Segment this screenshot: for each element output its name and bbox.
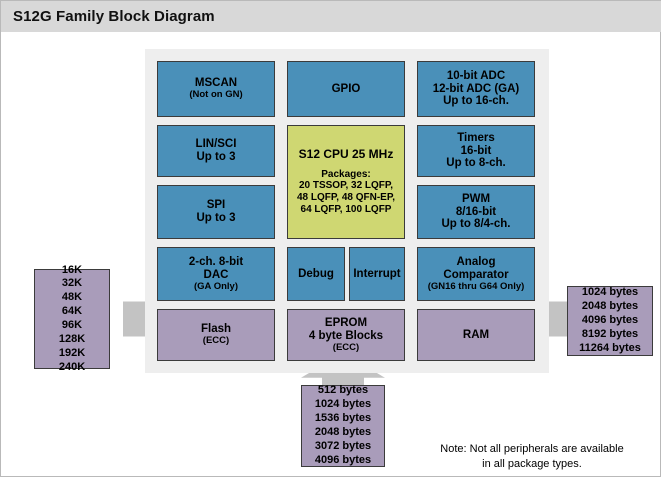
diagram-note: Note: Not all peripherals are available … [419, 442, 645, 472]
block-flash[interactable]: Flash (ECC) [157, 309, 275, 361]
callout-value: 128K [58, 332, 86, 345]
block-dac[interactable]: 2-ch. 8-bit DAC (GA Only) [157, 247, 275, 301]
block-line: (GA Only) [194, 280, 238, 292]
block-line: 4 byte Blocks [308, 329, 384, 342]
block-gpio[interactable]: GPIO [287, 61, 405, 117]
callout-ram-sizes: 1024 bytes 2048 bytes 4096 bytes 8192 by… [567, 286, 653, 356]
block-line: DAC [203, 268, 229, 281]
callout-value: 240K [58, 360, 86, 373]
block-analog-comparator[interactable]: Analog Comparator (GN16 thru G64 Only) [417, 247, 535, 301]
callout-value: 64K [61, 305, 83, 318]
callout-value: 1536 bytes [314, 412, 372, 425]
block-pwm[interactable]: PWM 8/16-bit Up to 8/4-ch. [417, 185, 535, 239]
callout-value: 3072 bytes [314, 439, 372, 452]
callout-value: 16K [61, 263, 83, 276]
block-line: (ECC) [202, 335, 230, 347]
chip-container: MSCAN (Not on GN) GPIO 10-bit ADC 12-bit… [145, 49, 549, 373]
callout-value: 96K [61, 319, 83, 331]
block-line: Up to 3 [196, 212, 236, 224]
block-line: (Not on GN) [189, 89, 243, 101]
block-line: SPI [206, 199, 226, 212]
callout-value: 8192 bytes [581, 327, 639, 340]
block-line: Up to 8-ch. [446, 157, 506, 170]
block-s12-cpu[interactable]: S12 CPU 25 MHz Packages: 20 TSSOP, 32 LQ… [287, 125, 405, 239]
callout-value: 1024 bytes [581, 286, 639, 299]
block-interrupt[interactable]: Interrupt [349, 247, 405, 301]
block-line: Up to 16-ch. [443, 95, 509, 108]
callout-value: 32K [61, 277, 83, 290]
block-line: (GN16 thru G64 Only) [427, 280, 525, 292]
page-title: S12G Family Block Diagram [13, 8, 215, 25]
block-timers[interactable]: Timers 16-bit Up to 8-ch. [417, 125, 535, 177]
cpu-package-line: 20 TSSOP, 32 LQFP, [298, 180, 394, 192]
block-line: Up to 3 [196, 151, 236, 163]
callout-eprom-sizes: 512 bytes 1024 bytes 1536 bytes 2048 byt… [301, 384, 385, 467]
callout-value: 512 bytes [317, 384, 369, 397]
block-line: Comparator [443, 268, 509, 281]
callout-value: 1024 bytes [314, 398, 372, 411]
callout-flash-sizes: 16K 32K 48K 64K 96K 128K 192K 240K [34, 264, 110, 373]
callout-value: 2048 bytes [581, 300, 639, 313]
block-line: Analog [456, 255, 496, 268]
callout-value: 4096 bytes [581, 314, 639, 327]
block-line: RAM [462, 328, 490, 341]
block-eprom[interactable]: EPROM 4 byte Blocks (ECC) [287, 309, 405, 361]
block-adc[interactable]: 10-bit ADC 12-bit ADC (GA) Up to 16-ch. [417, 61, 535, 117]
block-line: Debug [298, 267, 334, 280]
block-line: 8/16-bit [455, 205, 497, 218]
block-line: LIN/SCI [195, 138, 237, 151]
note-line: in all package types. [482, 457, 582, 470]
cpu-title: S12 CPU 25 MHz [298, 147, 394, 162]
block-lin-sci[interactable]: LIN/SCI Up to 3 [157, 125, 275, 177]
block-line: EPROM [324, 316, 368, 329]
block-line: (ECC) [332, 341, 360, 353]
block-line: Interrupt [353, 267, 401, 280]
callout-value: 2048 bytes [314, 426, 372, 438]
cpu-packages-label: Packages: [321, 168, 371, 180]
block-line: 16-bit [460, 144, 492, 157]
block-spi[interactable]: SPI Up to 3 [157, 185, 275, 239]
block-line: Flash [200, 323, 232, 336]
block-line: MSCAN [194, 77, 238, 90]
block-debug[interactable]: Debug [287, 247, 345, 301]
block-line: 2-ch. 8-bit [188, 255, 244, 268]
callout-value: 48K [61, 291, 83, 304]
callout-value: 192K [58, 346, 86, 359]
block-line: GPIO [331, 82, 361, 95]
callout-value: 4096 bytes [314, 453, 372, 466]
block-mscan[interactable]: MSCAN (Not on GN) [157, 61, 275, 117]
callout-value: 11264 bytes [579, 341, 641, 354]
block-line: PWM [461, 192, 491, 205]
block-line: Timers [457, 131, 495, 144]
title-bar: S12G Family Block Diagram [1, 1, 661, 32]
block-line: Up to 8/4-ch. [441, 218, 511, 231]
block-ram[interactable]: RAM [417, 309, 535, 361]
note-line: Note: Not all peripherals are available [440, 443, 624, 455]
cpu-package-line: 64 LQFP, 100 LQFP [300, 204, 392, 216]
block-line: 12-bit ADC (GA) [432, 82, 520, 95]
block-line: 10-bit ADC [446, 69, 506, 82]
cpu-package-line: 48 LQFP, 48 QFN-EP, [296, 192, 395, 204]
